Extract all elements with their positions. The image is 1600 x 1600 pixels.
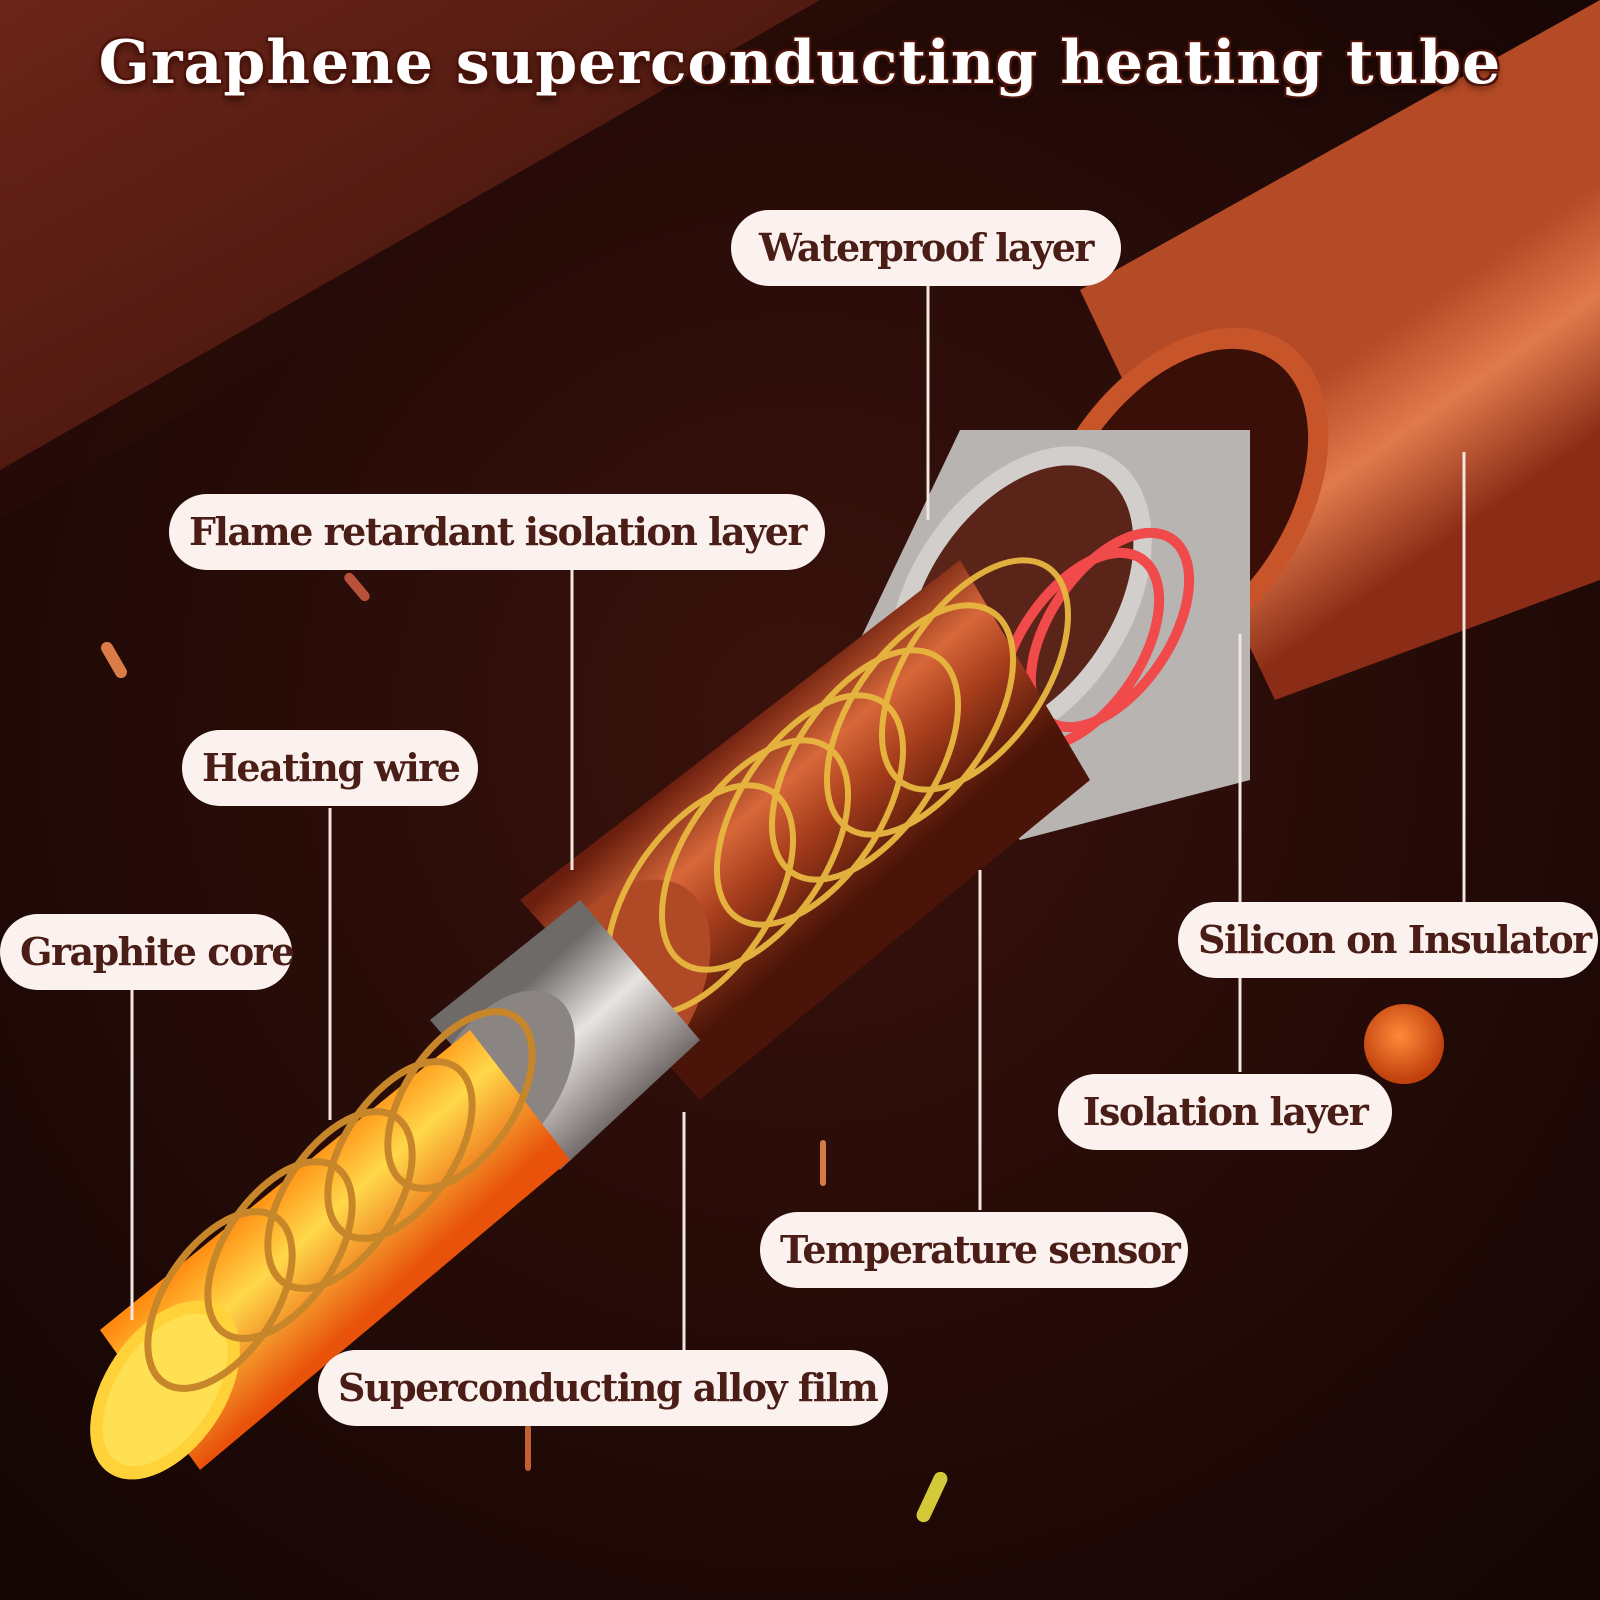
label-superconducting-alloy-film: Superconducting alloy film (318, 1350, 888, 1426)
diagram-title: Graphene superconducting heating tube (98, 28, 1502, 98)
label-heating-wire: Heating wire (182, 730, 478, 806)
label-flame-retardant-isolation-layer: Flame retardant isolation layer (169, 494, 825, 570)
label-silicon-on-insulator: Silicon on Insulator (1178, 902, 1598, 978)
leader-lines (130, 284, 1466, 1350)
label-isolation-layer: Isolation layer (1058, 1074, 1392, 1150)
label-temperature-sensor: Temperature sensor (760, 1212, 1188, 1288)
label-waterproof-layer: Waterproof layer (731, 210, 1121, 286)
label-graphite-core: Graphite core (0, 914, 295, 990)
